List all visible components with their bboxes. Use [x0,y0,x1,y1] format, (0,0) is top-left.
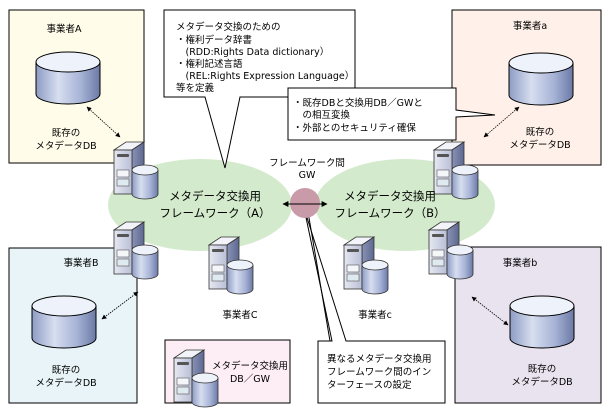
callout-conversion-text: ・既存DBと交換用DB／GWと の相互変換 ・外部とのセキュリティ確保 [293,97,423,134]
operator-c-label: 事業者c [358,309,392,321]
callout-definitions-text: メタデータ交換のための ・権利データ辞書 (RDD:Rights Data di… [176,21,354,94]
callout-definitions-line: (RDD:Rights Data dictionary） [176,46,329,58]
operator-A-db-label-2: メタデータDB [35,140,96,152]
sync-arrow-B [101,291,139,320]
gateway-label-2: GW [299,170,316,181]
operator-b-label: 事業者b [503,257,538,269]
framework-A-label-1: メタデータ交換用 [169,189,261,203]
callout-interface-text: 異なるメタデータ交換用 フレームワーク間のイン ターフェースの設定 [327,353,432,391]
callout-interface-line: フレームワーク間のイン [327,367,431,378]
operator-a-db-label-1: 既存の [526,126,555,138]
framework-A-label-2: フレームワーク（A） [159,206,270,220]
operator-B-label: 事業者B [63,257,98,269]
callout-definitions-line: 等を定義 [176,82,215,94]
framework-B-label-2: フレームワーク（B） [334,206,445,220]
operator-B-db-label-2: メタデータDB [35,377,96,389]
callout-definitions-line: ・権利記述言語 [176,58,243,70]
sync-arrow-a [483,106,520,138]
gateway-label-1: フレームワーク間 [269,158,345,169]
callout-interface [303,207,446,404]
operator-b-db-label-2: メタデータDB [511,376,572,388]
callout-conversion-line: の相互変換 [293,109,351,121]
legend-label-2: DB／GW [230,374,271,385]
callout-definitions-line: メタデータ交換のための [176,21,281,33]
server-A-icon [113,141,159,200]
operator-A-db-label-1: 既存の [52,127,81,139]
legend-label-1: メタデータ交換用 [212,360,288,372]
callout-conversion-line: ・既存DBと交換用DB／GWと [293,97,423,109]
callout-conversion [287,87,496,141]
gateway-circle [290,188,320,218]
callout-interface-line: 異なるメタデータ交換用 [327,353,432,365]
callout-conversion-line: ・外部とのセキュリティ確保 [293,122,416,134]
operator-a-db-label-2: メタデータDB [509,139,570,151]
operator-B-db-label-1: 既存の [52,364,81,376]
legacy-db-b-icon [509,295,575,349]
legacy-db-a-icon [508,52,574,106]
server-C-icon [208,236,254,295]
sync-arrow-b [471,296,509,326]
operator-C-label: 事業者C [222,309,258,321]
operator-b-db-label-1: 既存の [528,363,557,375]
callout-interface-line: ターフェースの設定 [327,379,412,391]
framework-B-label-1: メタデータ交換用 [344,189,436,203]
operator-A-label: 事業者A [47,23,83,35]
operator-a-label: 事業者a [513,20,547,32]
callout-definitions-line: ・権利データ辞書 [176,34,252,46]
callout-definitions-line: (REL:Rights Expression Language） [176,70,354,82]
legacy-db-B-icon [31,295,97,349]
callout-definitions [163,9,356,169]
legacy-db-A-icon [35,51,101,105]
